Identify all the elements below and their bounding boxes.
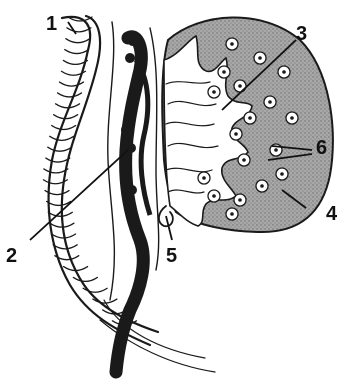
coil-ring <box>59 82 83 86</box>
label-1: 1 <box>46 13 57 35</box>
follicle-center <box>238 84 242 88</box>
label-5: 5 <box>166 245 177 267</box>
follicle-center <box>222 70 226 74</box>
label-2: 2 <box>6 245 17 267</box>
leader-1 <box>68 22 76 34</box>
follicle-center <box>234 132 238 136</box>
follicle-center <box>282 70 286 74</box>
coil-ring <box>65 50 89 54</box>
follicle-center <box>280 172 284 176</box>
follicle-center <box>202 176 206 180</box>
coil-ring <box>73 277 97 281</box>
coil-ring <box>67 28 91 32</box>
follicle-center <box>242 158 246 162</box>
coil-ring <box>58 93 82 97</box>
leader-5 <box>166 216 172 240</box>
follicle-center <box>248 116 252 120</box>
coil-ring <box>66 39 90 43</box>
coil-ring <box>53 245 77 249</box>
coil-ring <box>46 158 70 162</box>
follicle-center <box>258 56 262 60</box>
follicle-center <box>260 184 264 188</box>
oval-organ <box>162 17 333 232</box>
follicle-center <box>238 198 242 202</box>
follicle-center <box>268 100 272 104</box>
follicle-center <box>212 90 216 94</box>
follicle-center <box>212 194 216 198</box>
coil-ring <box>52 126 76 130</box>
follicle-center <box>290 116 294 120</box>
coil-ring <box>56 104 80 108</box>
label-6: 6 <box>316 137 327 159</box>
follicle-center <box>274 148 278 152</box>
follicle-center <box>230 212 234 216</box>
follicle-center <box>230 42 234 46</box>
coil-ring <box>48 147 72 151</box>
label-4: 4 <box>326 203 338 225</box>
label-3: 3 <box>296 23 307 45</box>
coil-ring <box>50 136 74 140</box>
